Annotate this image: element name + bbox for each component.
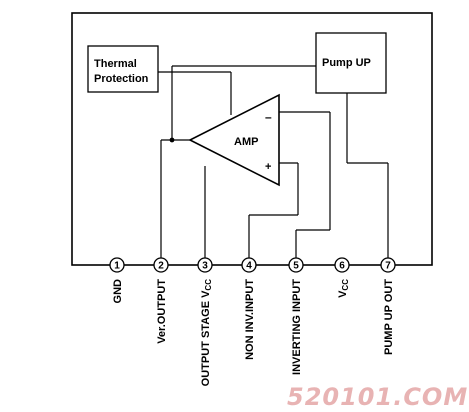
pin-5-name-text: INVERTING INPUT — [291, 279, 303, 375]
pin-6-number: 6 — [339, 261, 345, 272]
pin-1-number: 1 — [114, 261, 120, 272]
pin-3-name-subscript: CC — [204, 279, 213, 291]
pump-up-label: Pump UP — [322, 57, 371, 69]
thermal-protection-label-line2: Protection — [94, 73, 149, 85]
pin-7-circle — [380, 257, 396, 273]
pin-6-name: VCC — [337, 279, 350, 298]
pin-2-name: Ver.OUTPUT — [156, 279, 168, 344]
thermal-protection-label-line1: Thermal — [94, 58, 137, 70]
pin-6-name-text: V — [337, 290, 349, 298]
pin-3-circle — [197, 257, 213, 273]
junction-dot — [169, 137, 175, 143]
watermark-logo: 520101.COM — [287, 383, 468, 411]
pin-2-circle — [153, 257, 169, 273]
pin-5-number: 5 — [293, 261, 299, 272]
thermal-protection-box — [87, 45, 159, 93]
pin-4-number: 4 — [246, 261, 252, 272]
pin-3-name-text: OUTPUT STAGE V — [200, 290, 212, 386]
pin-1-name: GND — [112, 279, 124, 304]
amp-triangle — [188, 93, 280, 187]
pin-2-number: 2 — [158, 261, 164, 272]
pin-3-name: OUTPUT STAGE VCC — [200, 279, 213, 387]
pin-4-circle — [241, 257, 257, 273]
pin-1-name-text: GND — [112, 279, 124, 304]
pump-up-box — [315, 32, 387, 94]
pin-3-number: 3 — [202, 261, 208, 272]
pin-5-name: INVERTING INPUT — [291, 279, 303, 375]
pin-6-circle — [334, 257, 350, 273]
wiring — [158, 65, 389, 260]
amp-label: AMP — [234, 136, 258, 148]
amp-plus-sign: + — [265, 161, 271, 173]
pin-2-name-text: Ver.OUTPUT — [156, 279, 168, 344]
pin-7-number: 7 — [385, 261, 391, 272]
pin-4-name-text: NON INV.INPUT — [244, 279, 256, 360]
pin-6-name-subscript: CC — [341, 279, 350, 291]
pin-5-circle — [288, 257, 304, 273]
pin-7-name-text: PUMP UP OUT — [383, 279, 395, 355]
pin-1-circle — [109, 257, 125, 273]
amp-minus-sign: – — [265, 110, 272, 124]
pin-7-name: PUMP UP OUT — [383, 279, 395, 355]
pin-4-name: NON INV.INPUT — [244, 279, 256, 360]
